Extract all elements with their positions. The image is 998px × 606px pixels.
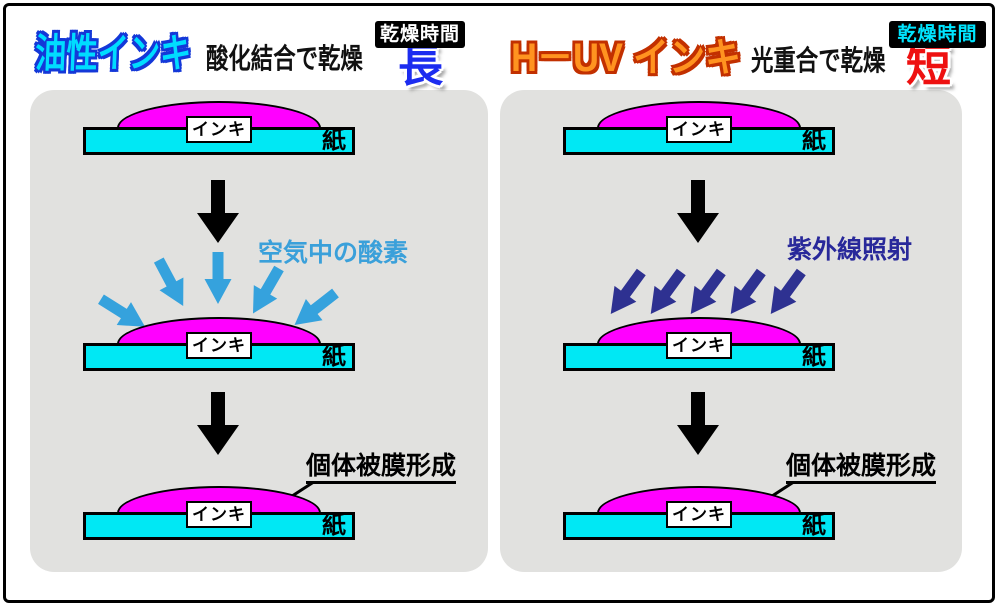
paper-label: 紙 bbox=[802, 127, 826, 154]
oil-stage-dried-film: インキ 紙 bbox=[83, 486, 355, 542]
down-arrow-icon bbox=[197, 180, 239, 243]
drying-time-value-long: 長 bbox=[398, 40, 444, 91]
ink-label: インキ bbox=[186, 116, 252, 143]
drying-time-badge-left: 乾燥時間 bbox=[375, 21, 465, 48]
oxygen-arrow-fan-icon bbox=[98, 252, 339, 327]
panel-huv-ink: インキ 紙 紫外線照射 インキ 紙 個体被膜形成 インキ 紙 bbox=[500, 90, 962, 572]
drying-time-badge-right-label: 乾燥時間 bbox=[897, 24, 978, 45]
huv-stage-wet-ink: インキ 紙 bbox=[563, 101, 835, 157]
oil-stage-wet-ink: インキ 紙 bbox=[83, 101, 355, 157]
ink-label: インキ bbox=[186, 501, 252, 528]
oil-stage-oxidizing: インキ 紙 bbox=[83, 317, 355, 373]
down-arrow-icon bbox=[677, 392, 719, 455]
drying-time-value-short: 短 bbox=[906, 40, 952, 91]
title-oil-ink: 油性インキ bbox=[34, 32, 193, 76]
uv-irradiation-label: 紫外線照射 bbox=[787, 236, 913, 264]
ink-label: インキ bbox=[666, 332, 732, 359]
paper-label: 紙 bbox=[802, 343, 826, 370]
drying-time-badge-left-label: 乾燥時間 bbox=[379, 24, 460, 45]
paper-label: 紙 bbox=[322, 127, 346, 154]
subtitle-oxidation-drying: 酸化結合で乾燥 bbox=[206, 43, 363, 74]
down-arrow-icon bbox=[677, 180, 719, 243]
uv-rays-icon bbox=[610, 268, 806, 315]
film-formation-label: 個体被膜形成 bbox=[306, 454, 457, 484]
panel-oil-ink: インキ 紙 空気中の酸素 インキ 紙 個体被膜形成 インキ 紙 bbox=[30, 90, 488, 572]
ink-label: インキ bbox=[186, 332, 252, 359]
oxygen-label: 空気中の酸素 bbox=[258, 239, 409, 267]
ink-label: インキ bbox=[666, 501, 732, 528]
drying-time-badge-right: 乾燥時間 bbox=[889, 21, 986, 48]
title-huv-ink: H－UV インキ bbox=[511, 36, 742, 80]
huv-stage-dried-film: インキ 紙 bbox=[563, 486, 835, 542]
paper-label: 紙 bbox=[322, 343, 346, 370]
film-formation-label: 個体被膜形成 bbox=[786, 454, 937, 484]
paper-label: 紙 bbox=[322, 512, 346, 539]
down-arrow-icon bbox=[197, 392, 239, 455]
ink-label: インキ bbox=[666, 116, 732, 143]
subtitle-photopolymerization-drying: 光重合で乾燥 bbox=[751, 45, 886, 76]
paper-label: 紙 bbox=[802, 512, 826, 539]
huv-stage-curing: インキ 紙 bbox=[563, 317, 835, 373]
